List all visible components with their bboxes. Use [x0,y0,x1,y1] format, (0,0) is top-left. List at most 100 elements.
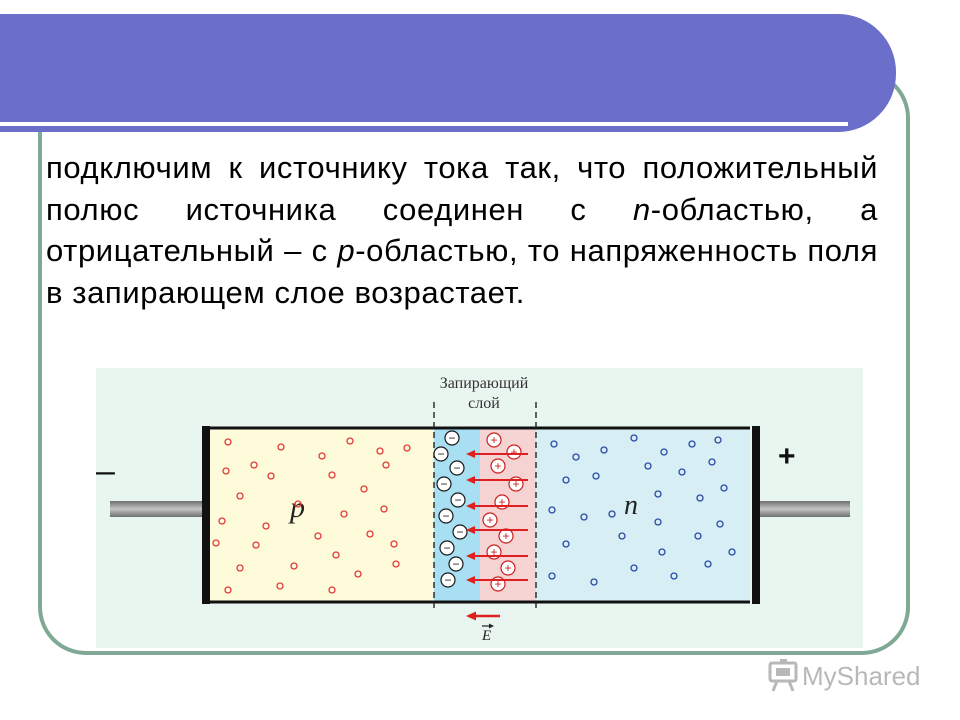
negative-ion: − [450,492,466,508]
p-region [206,428,434,602]
electron [550,440,558,448]
positive-ion-circle [506,444,522,460]
negative-ion: − [449,460,465,476]
electron [548,572,556,580]
hole [294,500,302,508]
electron [630,434,638,442]
hole [360,485,368,493]
hole [314,532,322,540]
electron [580,513,588,521]
hole [318,452,326,460]
negative-ion-sign: − [456,525,463,539]
hole [224,586,232,594]
right-electrode [752,426,760,604]
text-part-2: -областью, а отрицательный – с [46,191,878,269]
hole [382,461,390,469]
hole [262,522,270,530]
electron [562,540,570,548]
negative-ion-circle [448,556,464,572]
field-vector-bar-head [489,623,494,629]
positive-ion: + [506,444,522,460]
hole [332,551,340,559]
hole [354,570,362,578]
pn-junction-diagram: Запирающий слой – + p n −−−−−−−−−− +++++… [96,368,863,648]
banner-divider [0,122,848,126]
n-region-electrons [548,434,736,586]
negative-ion-circle [452,524,468,540]
hole [212,539,220,547]
field-arrow-head [466,526,475,534]
electron [720,484,728,492]
negative-ion-circle [433,446,449,462]
hole [392,560,400,568]
negative-ion: − [440,572,456,588]
negative-ion-circle [439,540,455,556]
hole [236,492,244,500]
positive-ion: + [486,432,502,448]
electron [630,564,638,572]
hole [252,541,260,549]
positive-ion-sign: + [490,545,497,559]
electron [572,453,580,461]
electron [548,506,556,514]
negative-ion: − [452,524,468,540]
right-wire [760,501,850,517]
hole [346,437,354,445]
negative-ion: − [433,446,449,462]
negative-ion-sign: − [437,447,444,461]
electron [608,510,616,518]
positive-ion: + [482,512,498,528]
hole [277,443,285,451]
text-part-1: подключим к источнику тока так, что поло… [46,150,878,227]
field-vector-label: E [481,628,491,644]
text-n-italic: n [632,191,651,227]
title-banner [0,14,896,132]
positive-ion-circle [500,560,516,576]
electron [716,520,724,528]
hole [290,562,298,570]
electron [688,440,696,448]
field-arrow [466,476,528,484]
p-region-holes [212,437,411,594]
positive-ion-circle [490,458,506,474]
negative-ion-circle [436,476,452,492]
electron [714,436,722,444]
electron [694,532,702,540]
hole [340,510,348,518]
electron [696,494,704,502]
electron [654,518,662,526]
negative-ion: − [438,508,454,524]
positive-ion-sign: + [494,577,501,591]
electron [590,578,598,586]
hole [250,461,258,469]
hole [224,438,232,446]
field-arrow [466,526,528,534]
negative-ion-circle [449,460,465,476]
negative-ion-sign: − [443,541,450,555]
hole [328,471,336,479]
hole [328,586,336,594]
electron [600,446,608,454]
barrier-label-line1: Запирающий [440,375,529,392]
positive-ion-sign: + [502,529,509,543]
hole [236,564,244,572]
hole [267,472,275,480]
left-electrode [202,426,210,604]
presentation-icon [768,659,798,692]
negative-ion-circle [438,508,454,524]
field-arrow-head [466,502,475,510]
negative-ion-circle [444,430,460,446]
electron [562,476,570,484]
field-arrow [466,576,528,584]
n-region [536,428,750,602]
negative-ion-sign: − [453,461,460,475]
field-arrow [466,502,528,510]
left-wire [110,501,206,517]
electron [654,490,662,498]
hole [366,530,374,538]
negative-ion-circle [450,492,466,508]
negative-ion: − [439,540,455,556]
negative-ion-sign: − [454,493,461,507]
negative-ion-sign: − [440,477,447,491]
positive-ion-sign: + [512,477,519,491]
